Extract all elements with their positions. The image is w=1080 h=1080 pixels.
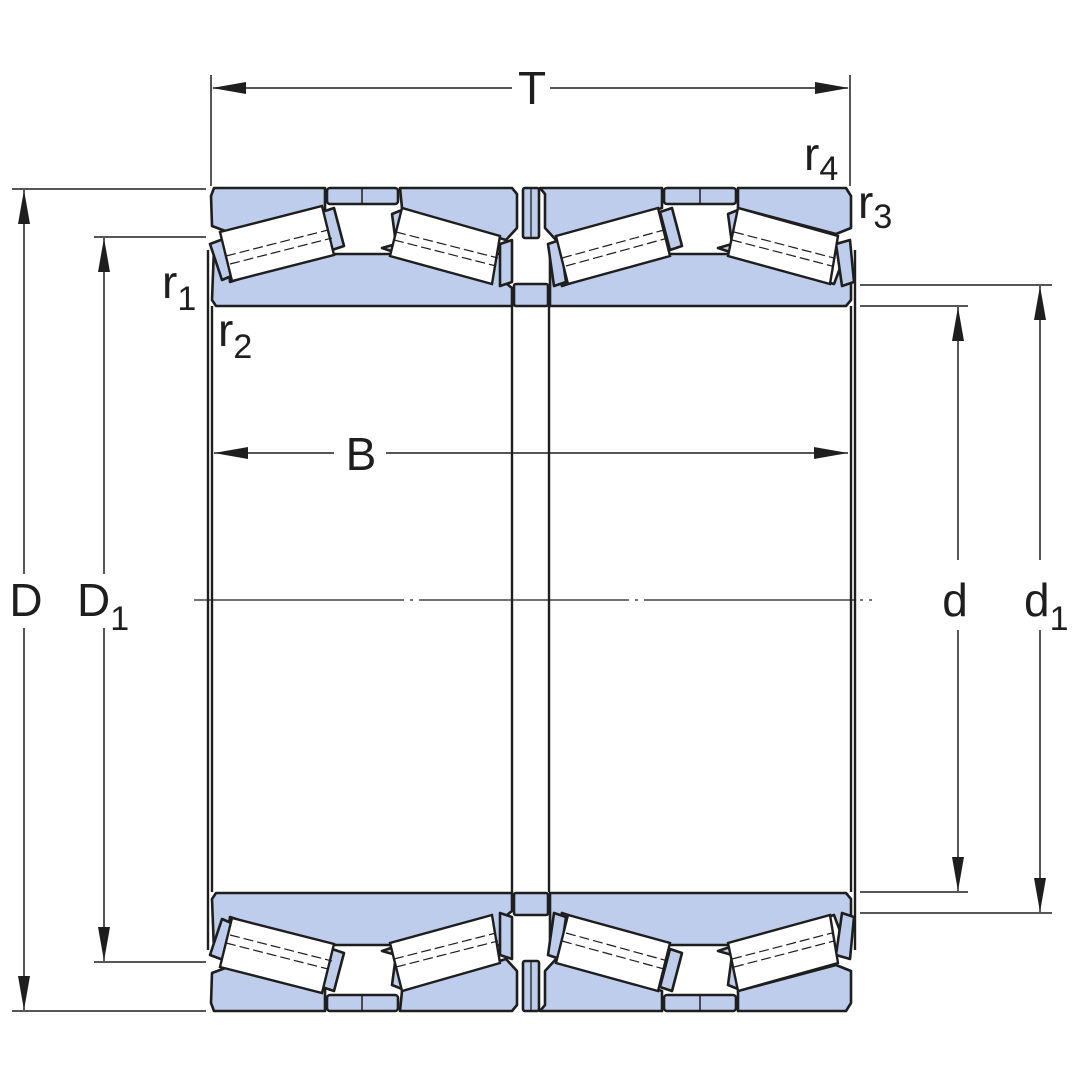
dimension-D1: [94, 236, 206, 963]
label-r3: r3: [858, 176, 892, 236]
dimension-B: [214, 447, 848, 459]
label-r2: r2: [218, 304, 252, 366]
label-r1: r1: [162, 256, 196, 318]
label-B: B: [346, 428, 377, 480]
bearing-section-bottom: [208, 891, 856, 1013]
label-D: D: [9, 574, 42, 626]
dimension-D: [12, 188, 206, 1012]
dimension-d1: [860, 284, 1052, 914]
label-d: d: [942, 574, 968, 626]
label-D1: D1: [77, 574, 129, 638]
label-d1: d1: [1024, 574, 1069, 638]
label-T: T: [518, 62, 546, 114]
bearing-section-top: [208, 186, 856, 308]
dimension-d: [860, 305, 968, 893]
label-r4: r4: [804, 128, 838, 188]
dimension-T: [210, 75, 851, 186]
